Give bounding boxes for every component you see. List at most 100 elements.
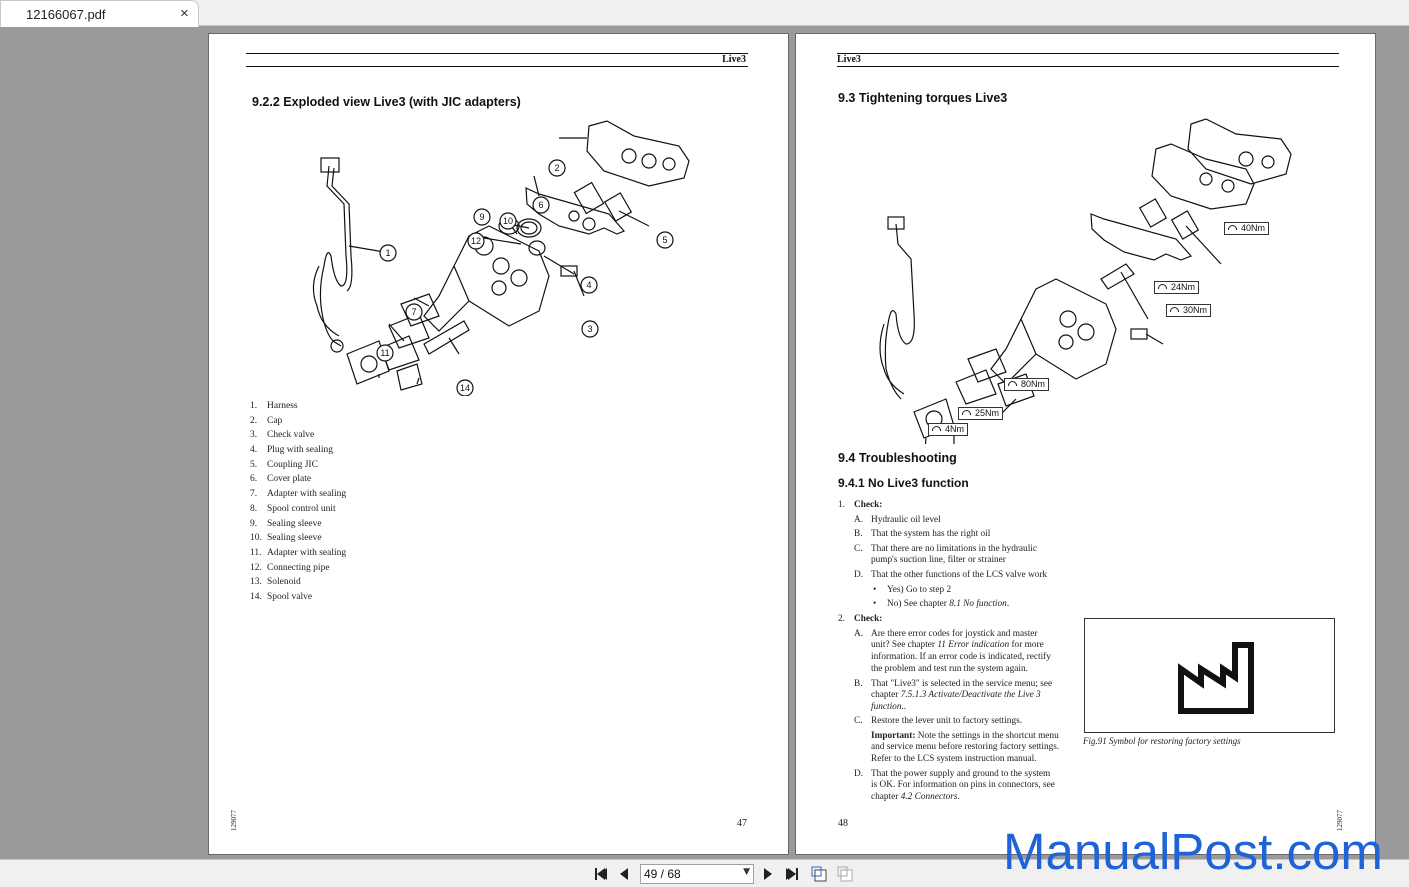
- last-page-icon[interactable]: [785, 865, 799, 883]
- pdf-page-48: Live3 9.3 Tightening torques Live3: [795, 33, 1376, 855]
- page-selector[interactable]: ▼: [640, 864, 754, 884]
- torque-wrench-icon: [932, 426, 941, 431]
- important-note: Important: Note the settings in the shor…: [871, 731, 1059, 743]
- text: for more: [1009, 640, 1044, 650]
- watermark: ManualPost.com: [1003, 823, 1383, 880]
- figure-caption: Fig.91 Symbol for restoring factory sett…: [1083, 736, 1241, 746]
- torque-label: 4Nm: [928, 423, 969, 436]
- page-header: Live3: [837, 54, 861, 65]
- torque-wrench-icon: [1228, 225, 1237, 230]
- step-2c-letter: C.: [854, 716, 863, 726]
- page-number-input[interactable]: [644, 866, 734, 882]
- parts-list-item: 6.Cover plate: [250, 472, 450, 487]
- part-name: Spool valve: [267, 591, 313, 602]
- parts-list-item: 7.Adapter with sealing: [250, 487, 450, 502]
- previous-page-icon[interactable]: [618, 865, 630, 883]
- step-2a-text: Are there error codes for joystick and m…: [871, 629, 1038, 639]
- part-number: 13.: [250, 577, 262, 588]
- exploded-view-diagram: 1 2 3 4 5 6 7 8 9 10 11 12 13 14: [312, 120, 690, 396]
- section-title-9-4: 9.4 Troubleshooting: [838, 451, 957, 465]
- part-name: Spool control unit: [267, 503, 336, 514]
- torque-wrench-icon: [1158, 284, 1167, 289]
- callout-2: 2: [554, 163, 559, 173]
- part-number: 11.: [250, 547, 262, 558]
- callout-1: 1: [385, 248, 390, 258]
- factory-icon: [1178, 642, 1254, 714]
- yes-branch: Yes) Go to step 2: [887, 585, 952, 595]
- chevron-down-icon[interactable]: ▼: [743, 867, 750, 877]
- parts-list-item: 11. Adapter with sealing: [250, 546, 450, 561]
- torque-value: 80Nm: [1021, 379, 1046, 389]
- part-name: Coupling JIC: [267, 459, 318, 470]
- navigation-toolbar: ▼: [0, 859, 1409, 887]
- page-number: 48: [838, 818, 848, 829]
- part-name: Plug with sealing: [267, 445, 333, 456]
- fit-width-icon[interactable]: [836, 865, 854, 883]
- step-2-number: 2.: [838, 614, 845, 624]
- part-name: Cap: [267, 415, 283, 426]
- no-branch-suffix: .: [1006, 599, 1010, 609]
- first-page-icon[interactable]: [594, 865, 608, 883]
- part-number: 6.: [250, 474, 258, 485]
- chapter-link-7-5-1-3[interactable]: 7.5.1.3 Activate/Deactivate the Live 3: [900, 690, 1041, 700]
- part-name: Adapter with sealing: [267, 489, 347, 500]
- figure-91: [1084, 618, 1335, 733]
- callout-5: 5: [662, 235, 667, 245]
- step-2d-text: That the power supply and ground to the …: [871, 769, 1051, 779]
- step-2d-letter: D.: [854, 769, 864, 779]
- parts-list-item: 2. Cap: [250, 414, 450, 429]
- bullet: •: [873, 585, 877, 595]
- page-number: 47: [737, 818, 747, 829]
- important-label: Important:: [871, 731, 916, 741]
- chapter-link-7-5-1-3-cont[interactable]: function: [871, 702, 902, 712]
- section-title-9-4-1: 9.4.1 No Live3 function: [838, 476, 969, 490]
- callout-10: 10: [503, 216, 513, 226]
- chapter-link-4-2[interactable]: 4.2 Connectors: [900, 792, 958, 802]
- step-2b-text-2: chapter 7.5.1.3 Activate/Deactivate the …: [871, 690, 1041, 702]
- step-2a-letter: A.: [854, 629, 864, 639]
- text: ..: [901, 702, 907, 712]
- torque-label: 25Nm: [958, 407, 1004, 420]
- part-name: Connecting pipe: [267, 562, 330, 573]
- part-name: Adapter with sealing: [267, 547, 347, 558]
- torque-value: 40Nm: [1241, 223, 1266, 233]
- part-name: Solenoid: [267, 577, 301, 588]
- close-icon[interactable]: ×: [180, 5, 189, 22]
- text: Note the settings in the shortcut menu: [915, 731, 1059, 741]
- tab-title: 12166067.pdf: [26, 7, 106, 22]
- part-number: 9.: [250, 518, 258, 529]
- step-1c-text: That there are no limitations in the hyd…: [871, 544, 1038, 554]
- parts-list-item: 9.Sealing sleeve: [250, 517, 450, 532]
- callout-4: 4: [586, 280, 591, 290]
- header-rule-bottom: [246, 66, 748, 67]
- parts-list-item: 12. Connecting pipe: [250, 561, 450, 576]
- parts-list-item: 1.Harness: [250, 399, 450, 414]
- step-2a-text-4: the problem and test run the system agai…: [871, 664, 1028, 674]
- callout-7: 7: [411, 307, 416, 317]
- torque-wrench-icon: [1008, 381, 1017, 386]
- step-2c-text: Restore the lever unit to factory settin…: [871, 716, 1023, 726]
- torque-value: 24Nm: [1171, 282, 1196, 292]
- callout-11: 11: [380, 348, 389, 358]
- torque-value: 30Nm: [1183, 305, 1208, 315]
- important-text-3: Refer to the LCS system instruction manu…: [871, 754, 1037, 764]
- step-1d-letter: D.: [854, 570, 864, 580]
- chapter-link-11[interactable]: 11 Error indication: [937, 640, 1010, 650]
- parts-list-item: 3.Check valve: [250, 428, 450, 443]
- step-2b-text: That "Live3" is selected in the service …: [871, 679, 1053, 689]
- header-rule-bottom: [837, 66, 1339, 67]
- next-page-icon[interactable]: [762, 865, 774, 883]
- callout-12: 12: [471, 236, 481, 246]
- chapter-link-8-1[interactable]: 8.1 No function: [949, 599, 1007, 609]
- part-number: 8.: [250, 503, 258, 514]
- text: .: [957, 792, 960, 802]
- step-1d-text: That the other functions of the LCS valv…: [871, 570, 1048, 580]
- part-number: 4.: [250, 445, 258, 456]
- page-header: Live3: [722, 54, 746, 65]
- part-number: 12.: [250, 562, 262, 573]
- document-tab[interactable]: 12166067.pdf ×: [0, 0, 199, 27]
- tightening-torques-diagram: [879, 118, 1292, 444]
- fit-page-icon[interactable]: [810, 865, 828, 883]
- part-number: 2.: [250, 415, 258, 426]
